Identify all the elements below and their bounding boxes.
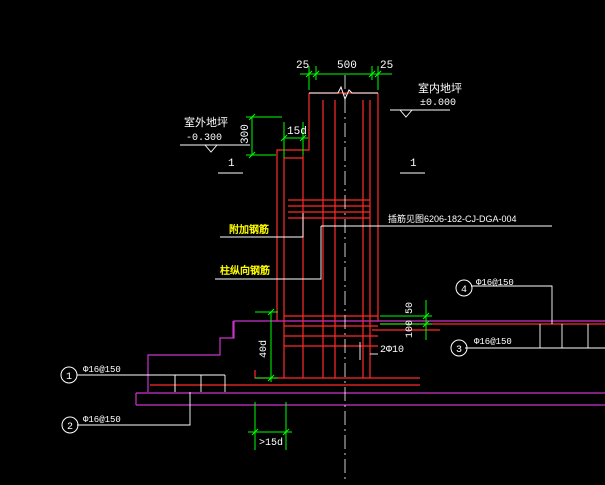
dim-50: 50 <box>405 302 416 314</box>
callout-2-text: Φ16@150 <box>83 415 121 425</box>
dim-top-right: 25 <box>380 60 393 72</box>
dimension-lines <box>246 66 432 450</box>
callout-1-num: 1 <box>66 372 72 383</box>
dim-bottom-15d: >15d <box>259 437 283 449</box>
leader-lines <box>77 109 605 426</box>
dim-40d: 40d <box>258 340 270 358</box>
callout-1-text: Φ16@150 <box>83 365 121 375</box>
dim-100: 100 <box>405 320 416 338</box>
label-outdoor-elev: -0.300 <box>186 133 222 144</box>
section-mark-right: 1 <box>410 158 417 170</box>
callout-4-num: 4 <box>461 285 467 296</box>
foundation-outline <box>135 320 605 406</box>
callout-2-num: 2 <box>67 422 73 433</box>
label-reference: 插筋见图6206-182-CJ-DGA-004 <box>388 213 517 224</box>
label-column-longitudinal: 柱纵向钢筋 <box>220 264 270 277</box>
label-indoor-floor: 室内地坪 <box>418 81 462 95</box>
text-labels: 25 500 25 300 15d 室外地坪 -0.300 1 室内地坪 ±0.… <box>66 60 517 449</box>
dim-top-left: 25 <box>296 60 309 72</box>
dim-top-mid: 500 <box>337 60 357 72</box>
dim-15d: 15d <box>287 126 307 138</box>
label-outdoor-floor: 室外地坪 <box>184 115 228 129</box>
callout-3-num: 3 <box>456 345 462 356</box>
label-additional-rebar: 附加钢筋 <box>229 223 269 236</box>
label-2phi10: 2Φ10 <box>380 345 404 356</box>
callout-4-text: Φ16@150 <box>476 278 514 288</box>
dim-300: 300 <box>240 124 252 144</box>
callout-3-text: Φ16@150 <box>474 337 512 347</box>
break-symbol <box>309 85 378 101</box>
wall-column <box>150 92 605 386</box>
label-indoor-elev: ±0.000 <box>420 98 456 109</box>
callout-circles <box>60 279 473 434</box>
section-mark-left: 1 <box>228 158 235 170</box>
